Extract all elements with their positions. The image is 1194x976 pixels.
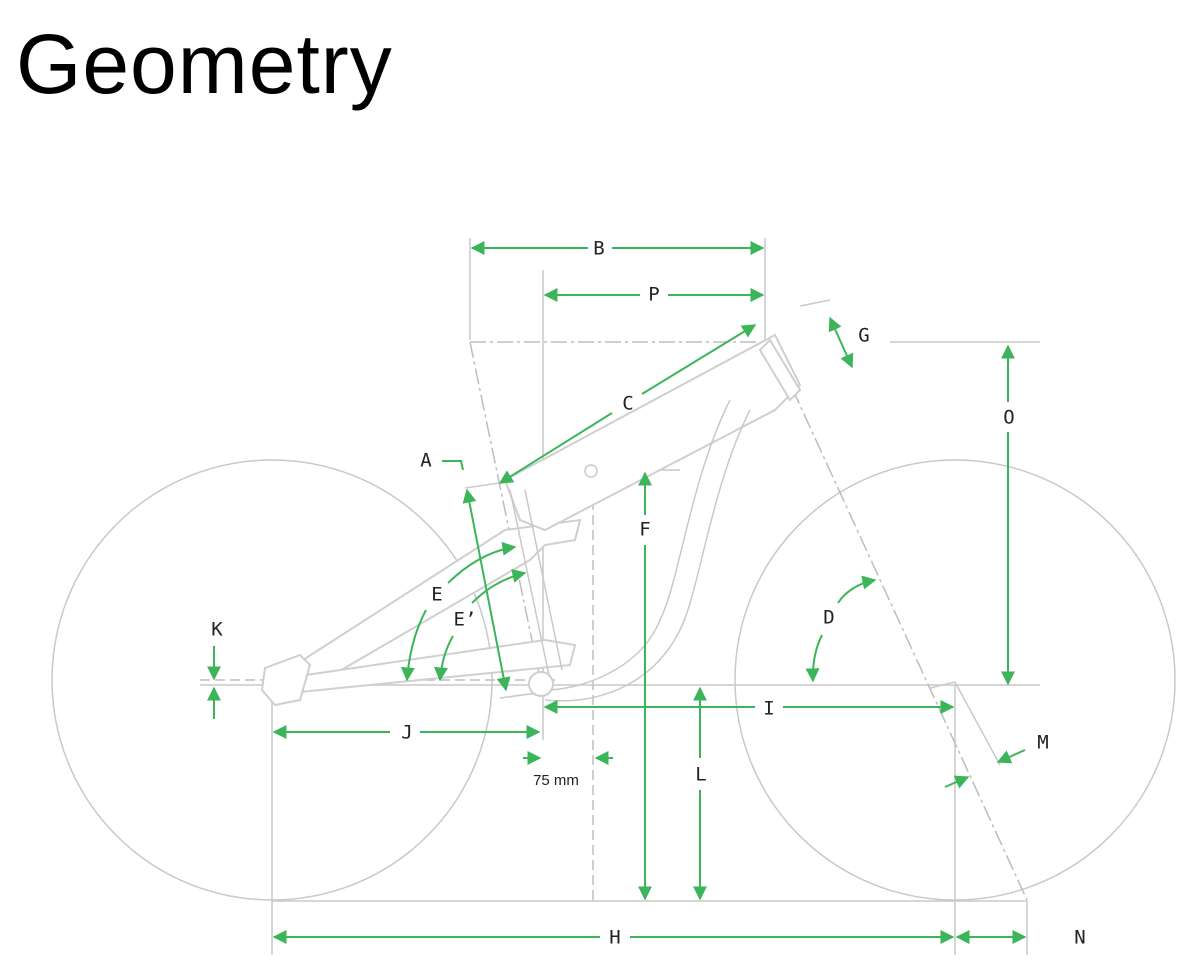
label-b: B <box>593 238 604 260</box>
arrow-m <box>996 749 1026 764</box>
label-75mm: 75 mm <box>533 772 579 789</box>
label-d: D <box>823 607 834 629</box>
arrow-g <box>828 316 854 369</box>
label-m: M <box>1037 732 1048 754</box>
label-p: P <box>648 284 659 306</box>
arrow-c <box>498 412 613 484</box>
label-n: N <box>1074 927 1085 949</box>
reference-lines <box>200 238 1040 955</box>
label-o: O <box>1003 407 1014 429</box>
label-e-prime: E’ <box>454 609 477 631</box>
label-e: E <box>431 584 442 606</box>
label-i: I <box>763 698 774 720</box>
arrow-a-leader <box>442 460 464 471</box>
label-j: J <box>401 722 412 744</box>
dimension-arrows <box>207 241 1027 944</box>
arrow-d <box>837 575 877 604</box>
label-a: A <box>420 450 432 472</box>
bike-frame <box>260 333 802 707</box>
arrow-e-prime <box>471 569 527 604</box>
arrow-e <box>447 541 517 584</box>
label-f: F <box>639 519 650 541</box>
label-g: G <box>858 325 869 347</box>
label-l: L <box>695 764 706 786</box>
label-c: C <box>622 393 633 415</box>
page-title: Geometry <box>16 17 393 111</box>
label-h: H <box>609 927 620 949</box>
arrow-m2 <box>944 775 970 789</box>
label-k: K <box>211 619 223 641</box>
